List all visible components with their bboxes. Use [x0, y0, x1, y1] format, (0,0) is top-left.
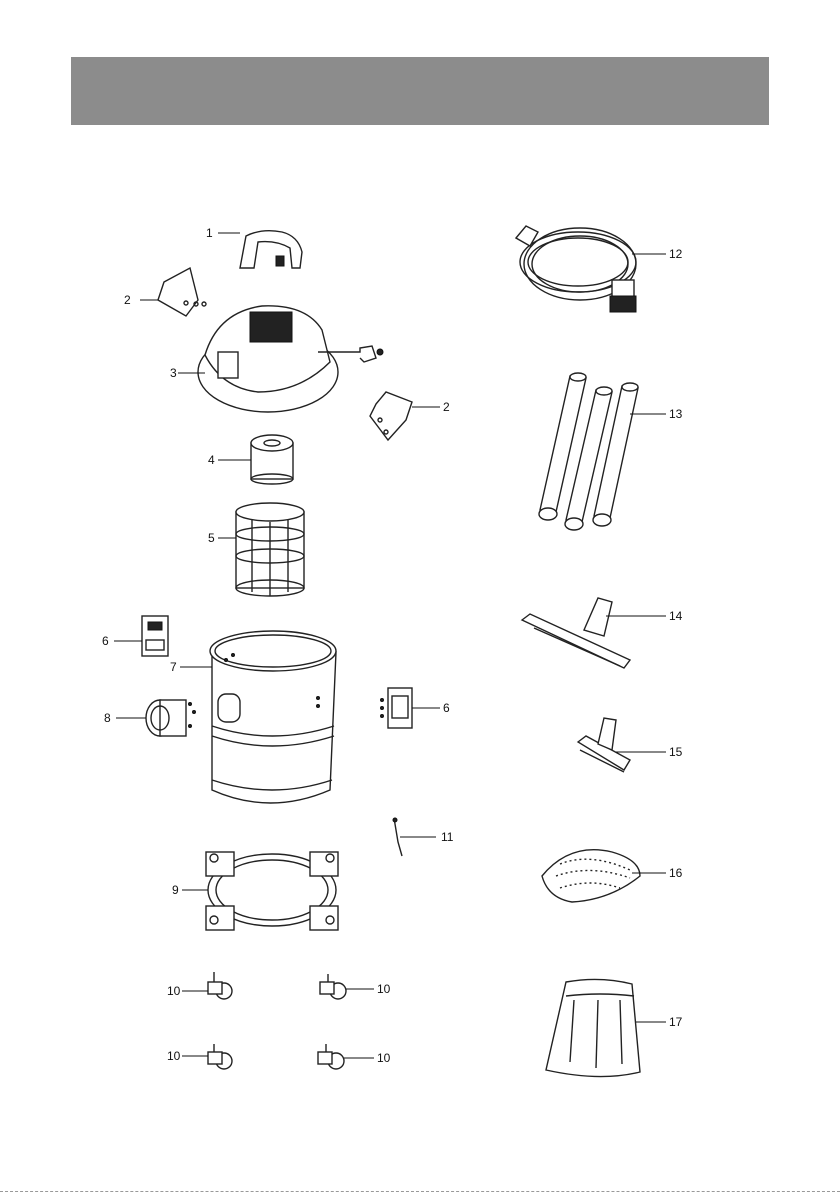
base-ring-part	[206, 852, 338, 930]
label-15: 15	[669, 745, 683, 759]
castor-part-1	[208, 972, 232, 999]
handle-part	[240, 231, 302, 268]
castor-part-2	[320, 974, 346, 999]
floor-nozzle-part	[522, 598, 630, 668]
extension-tubes-part	[539, 373, 638, 530]
mesh-filter-part	[542, 850, 640, 902]
filter-bag-part	[546, 979, 640, 1076]
label-5: 5	[208, 531, 215, 545]
label-11: 11	[441, 830, 454, 844]
castor-part-4	[318, 1044, 344, 1069]
cartridge-filter-part	[251, 435, 293, 484]
label-12: 12	[669, 247, 683, 261]
label-14: 14	[669, 609, 683, 623]
label-6-right: 6	[443, 701, 450, 715]
castor-part-3	[208, 1044, 232, 1069]
label-17: 17	[669, 1015, 683, 1029]
label-13: 13	[669, 407, 683, 421]
label-10-d: 10	[377, 1051, 391, 1065]
clip-right-part	[370, 392, 412, 440]
label-3: 3	[170, 366, 177, 380]
latch-right-part	[381, 688, 413, 728]
clip-left-part	[158, 268, 206, 316]
label-10-a: 10	[167, 984, 181, 998]
drum-part	[210, 631, 336, 803]
label-4: 4	[208, 453, 215, 467]
label-2-left: 2	[124, 293, 131, 307]
label-16: 16	[669, 866, 683, 880]
brush-nozzle-part	[578, 718, 630, 772]
label-9: 9	[172, 883, 179, 897]
label-8: 8	[104, 711, 111, 725]
hose-part	[516, 226, 636, 312]
inlet-part	[146, 700, 196, 736]
label-6-left: 6	[102, 634, 109, 648]
label-1: 1	[206, 226, 213, 240]
label-10-b: 10	[377, 982, 391, 996]
label-10-c: 10	[167, 1049, 181, 1063]
motor-head-part	[198, 306, 383, 412]
label-7: 7	[170, 660, 177, 674]
latch-left-part	[142, 616, 168, 656]
filter-cage-part	[236, 503, 304, 596]
label-2-right: 2	[443, 400, 450, 414]
